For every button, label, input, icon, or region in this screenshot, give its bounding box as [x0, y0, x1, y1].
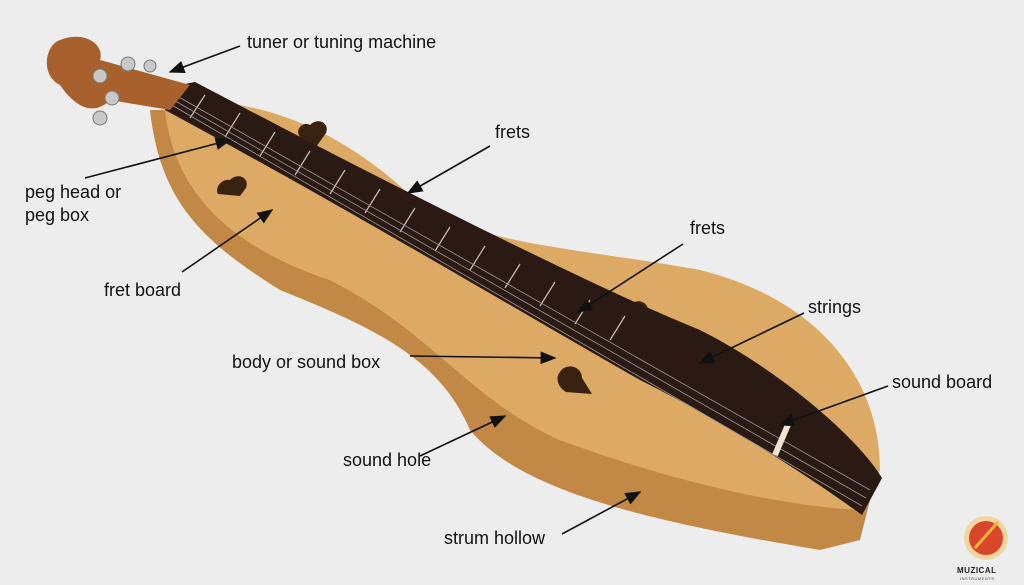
label-frets-lower: frets	[690, 218, 726, 238]
label-sound-hole: sound hole	[343, 450, 432, 470]
peg-head	[46, 36, 191, 110]
dulcimer-side	[150, 110, 870, 550]
strings	[169, 91, 871, 507]
label-fret-board: fret board	[104, 280, 182, 300]
label-body: body or sound box	[232, 352, 381, 372]
fretboard	[165, 82, 882, 515]
logo-name: MUZICAL	[957, 566, 997, 575]
sound-hole-icon	[217, 176, 247, 196]
label-arrows	[84, 45, 889, 535]
sound-hole-icon	[557, 366, 592, 394]
muzical-logo	[964, 516, 1008, 560]
label-strum-hollow: strum hollow	[444, 528, 546, 548]
label-peg-head-1: peg head or	[25, 182, 122, 202]
label-peg-head-2: peg box	[25, 205, 90, 225]
label-frets-upper: frets	[495, 122, 531, 142]
sound-hole-icon	[298, 121, 327, 147]
logo-subtitle: INSTRUMENTS	[960, 576, 995, 581]
label-sound-board: sound board	[892, 372, 993, 392]
label-tuner: tuner or tuning machine	[247, 32, 437, 52]
tuner-pegs	[92, 56, 157, 126]
label-strings: strings	[808, 297, 862, 317]
